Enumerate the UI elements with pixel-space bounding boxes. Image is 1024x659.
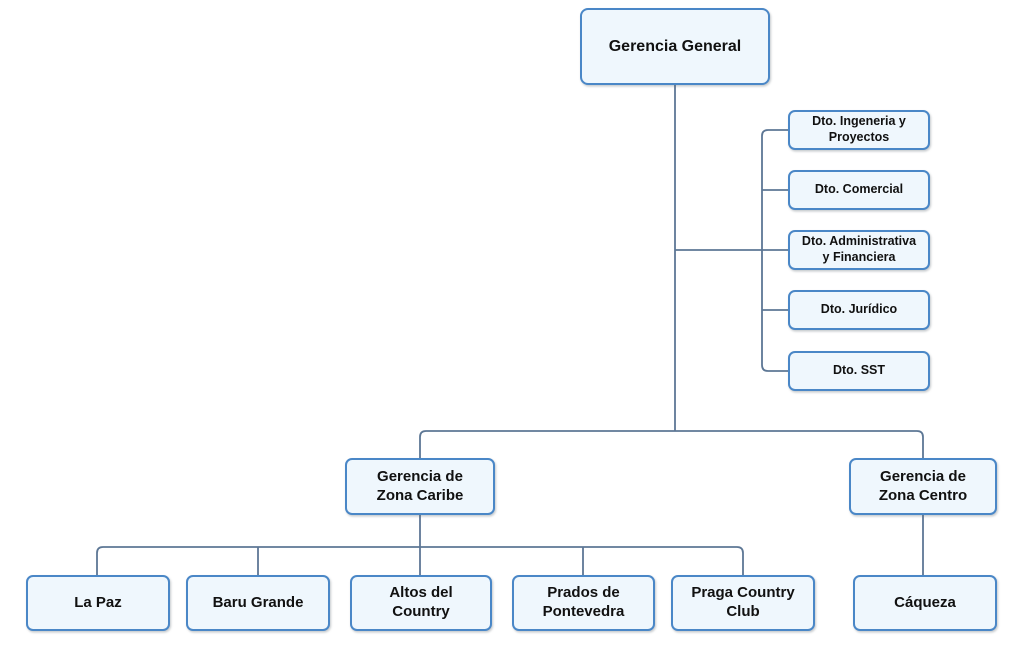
org-node-dto-comercial: Dto. Comercial — [788, 170, 930, 210]
org-node-label: Dto. SST — [832, 363, 886, 378]
org-node-label: La Paz — [74, 593, 122, 611]
org-node-label: Cáqueza — [894, 593, 956, 611]
org-node-gerencia-zona-caribe: Gerencia de Zona Caribe — [345, 458, 495, 515]
connector-caribe-sites-bar — [96, 546, 744, 575]
org-node-gerencia-zona-centro: Gerencia de Zona Centro — [849, 458, 997, 515]
org-node-dto-administrativa-financiera: Dto. Administrativa y Financiera — [788, 230, 930, 270]
org-node-label: Praga Country Club — [691, 584, 795, 620]
org-node-label: Gerencia General — [608, 37, 742, 55]
connector-zones-bar — [419, 430, 924, 458]
org-node-label: Dto. Administrativa y Financiera — [801, 234, 917, 264]
org-node-label: Prados de Pontevedra — [542, 584, 625, 620]
org-node-la-paz: La Paz — [26, 575, 170, 631]
org-node-gerencia-general: Gerencia General — [580, 8, 770, 85]
org-node-dto-juridico: Dto. Jurídico — [788, 290, 930, 330]
org-node-caqueza: Cáqueza — [853, 575, 997, 631]
org-node-dto-ingeneria-proyectos: Dto. Ingeneria y Proyectos — [788, 110, 930, 150]
org-node-dto-sst: Dto. SST — [788, 351, 930, 391]
org-node-baru-grande: Baru Grande — [186, 575, 330, 631]
org-node-label: Dto. Jurídico — [820, 302, 898, 317]
org-node-label: Gerencia de Zona Centro — [878, 467, 968, 504]
org-node-label: Altos del Country — [389, 584, 453, 620]
org-node-label: Dto. Ingeneria y Proyectos — [812, 114, 906, 144]
org-node-label: Gerencia de Zona Caribe — [376, 467, 464, 504]
org-node-label: Baru Grande — [212, 593, 304, 611]
org-node-altos-del-country: Altos del Country — [350, 575, 492, 631]
connector-departments-spine — [761, 129, 788, 372]
org-node-praga-country-club: Praga Country Club — [671, 575, 815, 631]
org-node-label: Dto. Comercial — [814, 182, 904, 197]
org-node-prados-de-pontevedra: Prados de Pontevedra — [512, 575, 655, 631]
